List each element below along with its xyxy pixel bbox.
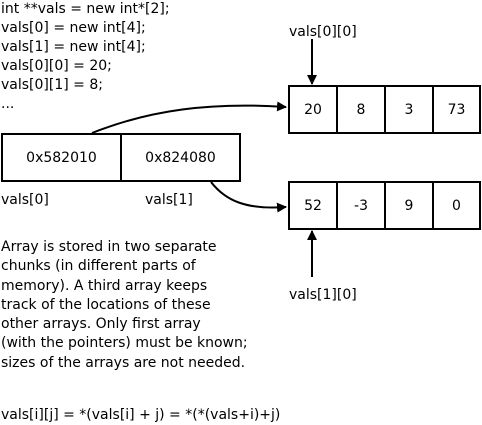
description-line: (with the pointers) must be known; — [1, 335, 248, 352]
description-line: chunks (in different parts of — [1, 258, 196, 275]
row1-cell: 9 — [384, 181, 434, 230]
row1-cell: 52 — [288, 181, 338, 230]
row1-label: vals[1][0] — [289, 287, 357, 303]
arrow-vals1-to-row1 — [210, 181, 287, 213]
arrow-vals0-to-row0 — [91, 101, 287, 134]
code-line: int **vals = new int*[2]; — [1, 1, 170, 17]
row0-label: vals[0][0] — [289, 24, 357, 40]
row1-cell: 0 — [432, 181, 481, 230]
description-line: memory). A third array keeps — [1, 277, 208, 294]
row1-cell: -3 — [336, 181, 386, 230]
code-line: vals[0][1] = 8; — [1, 77, 103, 93]
code-line: vals[0][0] = 20; — [1, 58, 112, 74]
code-line: ... — [1, 96, 15, 112]
row0-cell: 8 — [336, 85, 386, 134]
row0-cell: 20 — [288, 85, 338, 134]
row0-cell: 3 — [384, 85, 434, 134]
pointer-label: vals[1] — [145, 192, 193, 208]
description-line: track of the locations of these — [1, 296, 211, 313]
code-line: vals[0] = new int[4]; — [1, 20, 146, 36]
description-line: Array is stored in two separate — [1, 239, 217, 255]
row0-cell: 73 — [432, 85, 481, 134]
pointer-label: vals[0] — [1, 192, 49, 208]
pointer-cell: 0x582010 — [1, 133, 122, 182]
description: Array is stored in two separate chunks (… — [1, 238, 301, 373]
description-line: other arrays. Only first array — [1, 316, 201, 333]
code-line: vals[1] = new int[4]; — [1, 39, 146, 55]
description-line: sizes of the arrays are not needed. — [1, 354, 246, 371]
pointer-cell: 0x824080 — [120, 133, 241, 182]
formula: vals[i][j] = *(vals[i] + j) = *(*(vals+i… — [1, 407, 281, 423]
